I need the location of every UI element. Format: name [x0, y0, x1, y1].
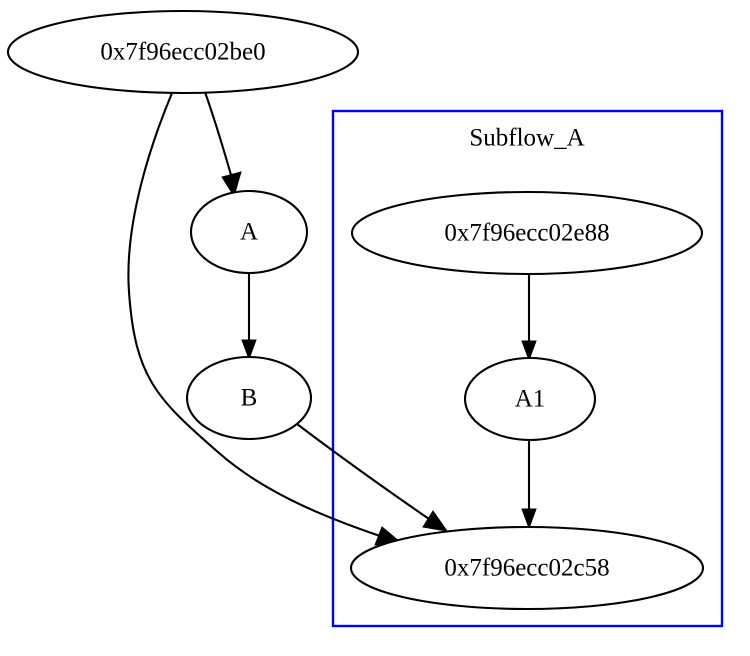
edge-b-to-c58[interactable]: [296, 423, 449, 532]
cluster-border-rect: [331, 109, 724, 628]
node-0x7f96ecc02e88-ellipse: [350, 190, 704, 276]
edge-a1-to-c58[interactable]: [521, 440, 537, 530]
edge-be0-to-a[interactable]: [204, 91, 242, 198]
node-a1-ellipse: [463, 356, 597, 442]
node-a-label: A: [240, 219, 258, 246]
edge-a1-to-c58-arrowhead: [521, 508, 537, 530]
node-0x7f96ecc02e88-label: 0x7f96ecc02e88: [444, 220, 609, 247]
node-b[interactable]: B: [185, 355, 313, 441]
node-a[interactable]: A: [189, 189, 309, 275]
cluster-label-subflow-a: Subflow_A: [469, 125, 584, 152]
edge-a-to-b[interactable]: [241, 273, 257, 361]
edge-e88-to-a1-arrowhead: [521, 340, 537, 362]
node-0x7f96ecc02be0-ellipse: [6, 9, 360, 95]
node-0x7f96ecc02be0-label: 0x7f96ecc02be0: [100, 39, 265, 66]
edge-be0-to-c58-line: [127, 92, 381, 537]
cluster-subflow-a[interactable]: Subflow_A: [331, 109, 724, 628]
edge-be0-to-c58[interactable]: [127, 92, 402, 546]
node-a-ellipse: [189, 189, 309, 275]
edge-b-to-c58-line: [296, 423, 430, 520]
node-0x7f96ecc02c58[interactable]: 0x7f96ecc02c58: [349, 525, 705, 611]
node-a1-label: A1: [515, 386, 546, 413]
node-0x7f96ecc02c58-label: 0x7f96ecc02c58: [444, 555, 609, 582]
node-b-ellipse: [185, 355, 313, 441]
edge-be0-to-a-line: [204, 91, 233, 176]
edge-e88-to-a1[interactable]: [521, 274, 537, 362]
edge-b-to-c58-arrowhead: [422, 510, 449, 532]
node-0x7f96ecc02be0[interactable]: 0x7f96ecc02be0: [6, 9, 360, 95]
node-b-label: B: [241, 385, 258, 412]
node-0x7f96ecc02c58-ellipse: [349, 525, 705, 611]
edge-be0-to-a-arrowhead: [221, 171, 242, 198]
node-a1[interactable]: A1: [463, 356, 597, 442]
node-0x7f96ecc02e88[interactable]: 0x7f96ecc02e88: [350, 190, 704, 276]
edge-a-to-b-arrowhead: [241, 339, 257, 361]
